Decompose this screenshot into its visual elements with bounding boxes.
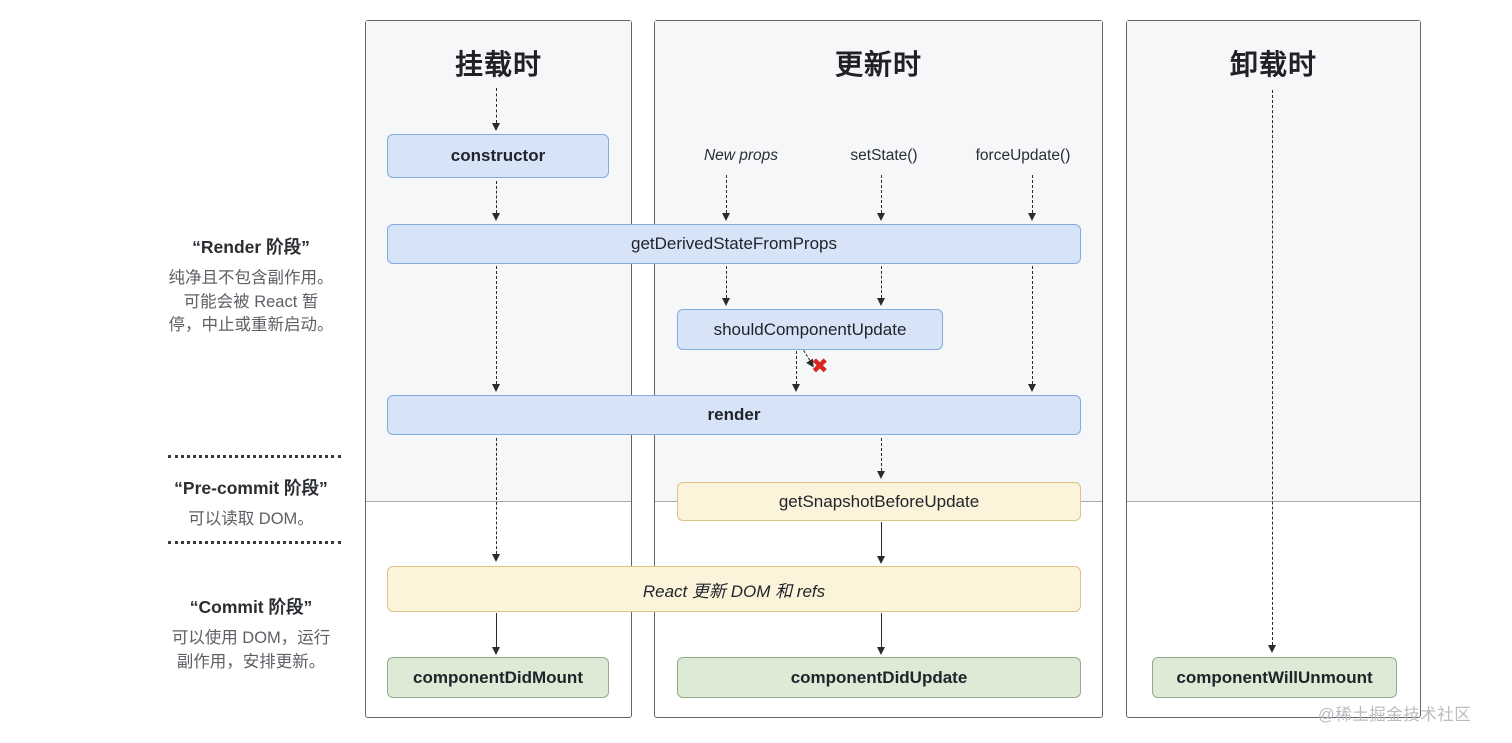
phase-separator-dotted-line xyxy=(168,455,341,458)
precommit-phase-label: “Pre-commit 阶段” 可以读取 DOM。 xyxy=(146,475,356,532)
render-box: render xyxy=(387,395,1081,435)
get-derived-state-from-props-box: getDerivedStateFromProps xyxy=(387,224,1081,264)
render-phase-title: “Render 阶段” xyxy=(192,237,310,257)
render-phase-region xyxy=(1127,21,1420,502)
phase-separator-dotted-line xyxy=(168,541,341,544)
constructor-box: constructor xyxy=(387,134,609,178)
component-will-unmount-box: componentWillUnmount xyxy=(1152,657,1397,698)
commit-phase-title: “Commit 阶段” xyxy=(189,597,313,617)
render-phase-desc-line: 停，中止或重新启动。 xyxy=(168,316,334,334)
render-phase-label: “Render 阶段” 纯净且不包含副作用。 可能会被 React 暂 停，中止… xyxy=(146,234,356,338)
component-did-mount-box: componentDidMount xyxy=(387,657,609,698)
get-snapshot-before-update-box: getSnapshotBeforeUpdate xyxy=(677,482,1081,521)
commit-phase-desc-line: 可以使用 DOM，运行 xyxy=(171,629,331,647)
commit-phase-desc-line: 副作用，安排更新。 xyxy=(176,652,326,671)
precommit-phase-title: “Pre-commit 阶段” xyxy=(174,478,328,498)
unmounting-column-title: 卸载时 xyxy=(1229,49,1317,80)
updating-column-title: 更新时 xyxy=(834,49,922,80)
commit-phase-label: “Commit 阶段” 可以使用 DOM，运行 副作用，安排更新。 xyxy=(146,594,356,674)
should-component-update-box: shouldComponentUpdate xyxy=(677,309,943,350)
unmounting-column: 卸载时 xyxy=(1126,20,1421,718)
skip-render-x-icon: ✖ xyxy=(811,355,829,378)
component-did-update-box: componentDidUpdate xyxy=(677,657,1081,698)
mounting-column-title: 挂载时 xyxy=(454,49,542,80)
precommit-phase-desc-line: 可以读取 DOM。 xyxy=(188,510,314,528)
forceupdate-trigger-label: forceUpdate() xyxy=(975,147,1071,164)
new-props-trigger-label: New props xyxy=(703,147,779,164)
juejin-watermark: @稀土掘金技术社区 xyxy=(1318,706,1472,724)
updating-column: 更新时 xyxy=(654,20,1103,718)
render-phase-desc-line: 可能会被 React 暂 xyxy=(183,292,319,311)
setstate-trigger-label: setState() xyxy=(850,147,918,164)
render-phase-desc-line: 纯净且不包含副作用。 xyxy=(168,269,334,287)
react-updates-dom-box: React 更新 DOM 和 refs xyxy=(387,566,1081,612)
